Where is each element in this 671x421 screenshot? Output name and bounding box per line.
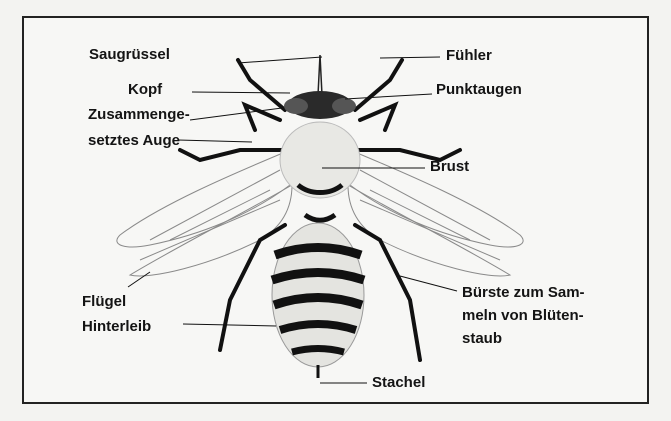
label-buerste-line3: staub: [462, 329, 502, 348]
label-kopf: Kopf: [128, 80, 162, 99]
label-stachel: Stachel: [372, 373, 425, 392]
label-buerste-line2: meln von Blüten-: [462, 306, 584, 325]
label-punktaugen: Punktaugen: [436, 80, 522, 99]
label-fluegel: Flügel: [82, 292, 126, 311]
label-buerste-line1: Bürste zum Sam-: [462, 283, 585, 302]
label-auge-line2: setztes Auge: [88, 131, 180, 150]
label-brust: Brust: [430, 157, 469, 176]
label-saugruessel: Saugrüssel: [89, 45, 170, 64]
compound-eye: [284, 98, 308, 114]
label-hinterleib: Hinterleib: [82, 317, 151, 336]
label-fuehler: Fühler: [446, 46, 492, 65]
bee-body: [272, 55, 364, 378]
label-auge-line1: Zusammenge-: [88, 105, 190, 124]
bee-thorax: [280, 122, 360, 198]
